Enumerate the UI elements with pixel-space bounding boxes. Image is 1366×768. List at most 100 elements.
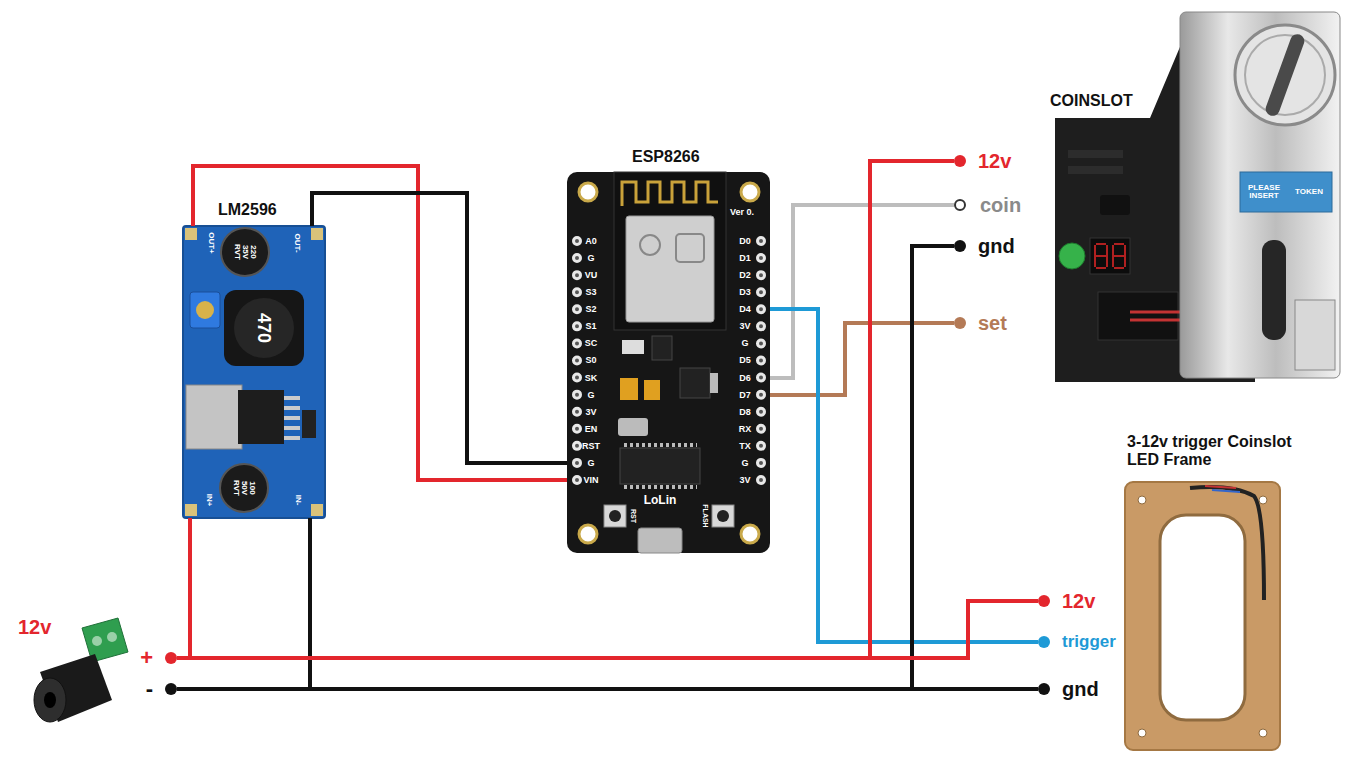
coinslot-mechanism-part (1090, 238, 1130, 274)
terminal-label: gnd (1062, 678, 1099, 701)
pin-label: G (587, 458, 594, 467)
esp8266-board-part (572, 241, 582, 481)
terminal-dot: trigger (1038, 636, 1050, 648)
esp8266-board-part (741, 183, 759, 201)
pin-label: S2 (585, 305, 596, 314)
coinslot-mechanism-part (1100, 195, 1130, 215)
pin-label: G (587, 254, 594, 263)
lm2596-board-part (221, 228, 269, 276)
terminal-label: set (978, 312, 1007, 335)
pin-label: RST (582, 441, 600, 450)
lm2596-module: LM2596 (183, 226, 325, 518)
pin-label: D4 (739, 305, 751, 314)
esp8266-board-part (624, 443, 697, 447)
lm2596-board-part (234, 298, 294, 358)
pin-label: 3V (739, 475, 750, 484)
board-marking: TOKEN (1295, 188, 1323, 196)
esp8266-board-part (575, 241, 579, 481)
esp8266-board-part (567, 172, 770, 553)
led-frame-part (1205, 486, 1236, 488)
wire (177, 687, 1038, 691)
coinslot-mechanism-part (1068, 166, 1123, 174)
wire (177, 161, 954, 658)
esp8266-board-part (614, 172, 726, 330)
board-marking: IN- (294, 495, 302, 506)
terminal-dot: - (165, 683, 177, 695)
coinslot-mechanism-part (1130, 312, 1182, 320)
terminal-label: + (140, 645, 153, 670)
esp8266-board-part (609, 510, 621, 522)
wire (312, 193, 567, 463)
esp8266-board-part (622, 182, 718, 206)
terminal-label: 12v (978, 150, 1011, 173)
board-marking: Ver 0. (730, 208, 754, 217)
dc-jack-part (44, 692, 56, 708)
lm2596-board-part (238, 390, 284, 444)
pin-label: D5 (739, 356, 751, 365)
pin-label: D2 (739, 271, 751, 280)
wire (177, 518, 190, 658)
pin-label: D1 (739, 254, 751, 263)
coinslot-mechanism-part (1264, 32, 1307, 118)
lm2596-board-part (186, 385, 242, 449)
lm2596-board (183, 226, 325, 518)
esp8266-board-part (579, 183, 597, 201)
terminal-label: - (146, 676, 153, 701)
lm2596-board-part (220, 464, 268, 512)
terminal-label: gnd (978, 235, 1015, 258)
terminal-label: trigger (1062, 632, 1116, 652)
coinslot-mechanism-part (1262, 240, 1286, 340)
coinslot-mechanism-part (1180, 12, 1340, 378)
terminal-dot: + (165, 652, 177, 664)
lm2596-board-part (311, 228, 323, 240)
pin-label: A0 (585, 237, 597, 246)
coinslot-mechanism-part (1295, 300, 1335, 370)
esp8266-board-part (710, 373, 718, 393)
lm2596-board-part (224, 290, 304, 366)
led-frame-part (1259, 729, 1267, 737)
lm2596-board-part (183, 226, 325, 518)
board-marking: LoLin (644, 494, 677, 506)
wire-group (177, 161, 1038, 689)
pin-label: VU (585, 271, 598, 280)
lm2596-board-part (311, 504, 323, 516)
led-frame-part (1212, 490, 1240, 492)
esp8266-board-part (676, 234, 704, 262)
module-title: 12v (18, 616, 51, 639)
led-frame (1125, 482, 1280, 750)
led-frame-part (1259, 496, 1267, 504)
esp8266-board-part (680, 368, 710, 398)
pin-label: D8 (739, 407, 751, 416)
terminal-dot: 12v (954, 155, 966, 167)
pin-label: D6 (739, 373, 751, 382)
module-title: COINSLOT (1050, 92, 1133, 110)
led-frame-part (1190, 487, 1264, 600)
led-frame-part (1125, 482, 1280, 750)
pin-label: SK (585, 373, 598, 382)
esp8266-board-part (626, 216, 714, 322)
esp8266-board-part (756, 241, 766, 481)
board-marking: 470 (255, 313, 273, 343)
pin-label: S3 (585, 288, 596, 297)
terminal-label: coin (980, 194, 1021, 217)
esp8266-board-part (579, 525, 597, 543)
module-title: 3-12v trigger Coinslot LED Frame (1127, 433, 1297, 470)
esp8266-board-part (759, 241, 763, 481)
coinslot-module: COINSLOT (1050, 12, 1340, 382)
board-marking: IN+ (205, 494, 213, 507)
led-frame-module: 3-12v trigger Coinslot LED Frame (1125, 482, 1280, 750)
board-marking: 100 50V RVT (232, 476, 256, 500)
coinslot-mechanism-part (1235, 25, 1335, 125)
pin-label: D7 (739, 390, 751, 399)
dc-jack-part (82, 618, 128, 662)
pin-label: TX (739, 441, 751, 450)
pin-label: SC (585, 339, 598, 348)
module-title: LM2596 (218, 201, 277, 219)
module-title: ESP8266 (632, 148, 700, 166)
pin-label: RX (739, 424, 752, 433)
led-frame-part (1138, 729, 1146, 737)
terminal-dot: 12v (1038, 595, 1050, 607)
